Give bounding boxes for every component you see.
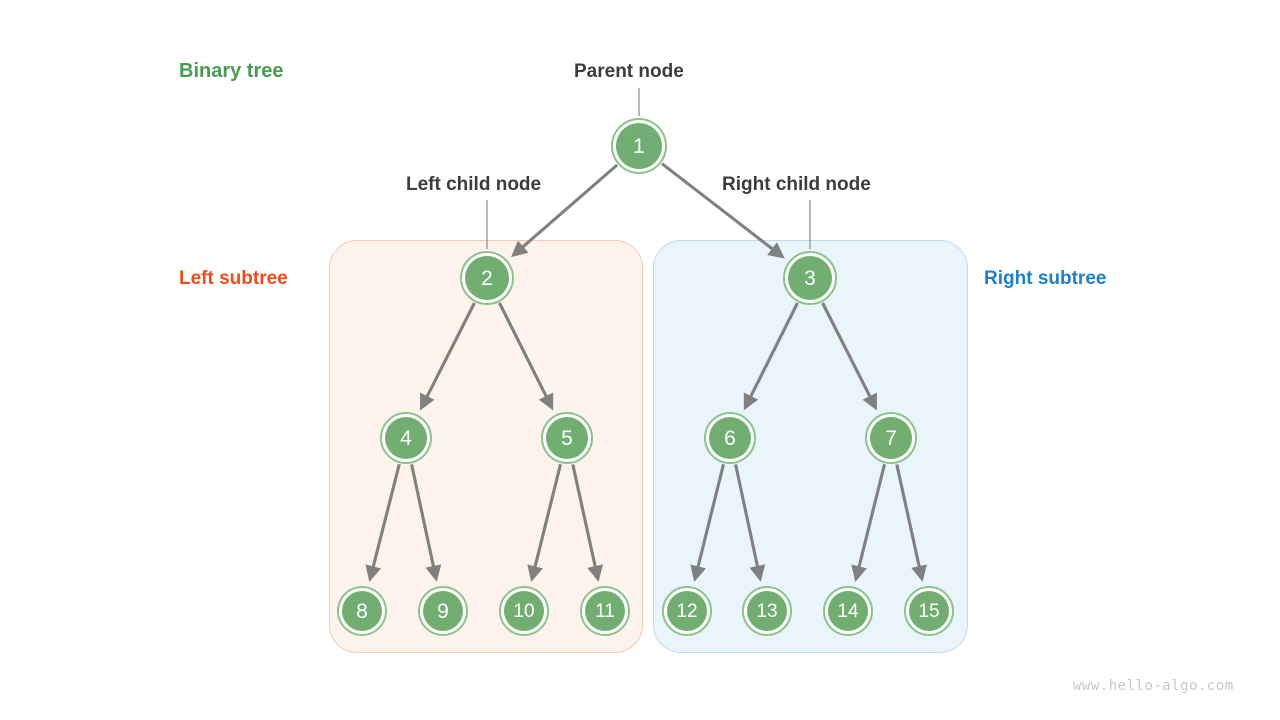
tree-edge-5-11 <box>571 464 603 582</box>
tree-node-circle: 14 <box>828 591 868 631</box>
tree-node-circle: 9 <box>423 591 463 631</box>
tree-edge-1-2 <box>511 163 619 258</box>
watermark: www.hello-algo.com <box>1073 678 1234 694</box>
tree-node-value: 15 <box>918 600 940 622</box>
tree-node-value: 5 <box>561 426 573 450</box>
tree-node-value: 7 <box>885 426 897 450</box>
tree-node-value: 11 <box>595 600 615 622</box>
tree-edge-6-13 <box>734 464 766 582</box>
annotation-right-child-node: Right child node <box>722 174 871 195</box>
tree-edge-1-3 <box>661 162 785 259</box>
tree-node-14: 14 <box>823 586 873 636</box>
tree-node-value: 1 <box>633 134 645 158</box>
tree-node-value: 6 <box>724 426 736 450</box>
tree-node-10: 10 <box>499 586 549 636</box>
tree-edge-5-10 <box>527 463 563 583</box>
diagram-title: Binary tree <box>179 60 284 82</box>
tree-edge-6-12 <box>690 463 726 583</box>
tree-node-value: 13 <box>756 600 778 622</box>
tree-node-value: 8 <box>356 599 368 623</box>
tree-node-11: 11 <box>580 586 630 636</box>
tree-node-circle: 3 <box>788 256 832 300</box>
tree-node-value: 3 <box>804 266 816 290</box>
annotation-left-child-node: Left child node <box>406 174 542 195</box>
right-subtree-label: Right subtree <box>984 268 1107 289</box>
tree-node-2: 2 <box>460 251 514 305</box>
tree-node-circle: 10 <box>504 591 544 631</box>
tree-node-circle: 4 <box>385 417 427 459</box>
tree-edge-7-14 <box>851 463 887 583</box>
tree-edge-3-7 <box>821 302 878 411</box>
tree-node-circle: 7 <box>870 417 912 459</box>
tree-node-13: 13 <box>742 586 792 636</box>
left-subtree-label: Left subtree <box>179 268 288 289</box>
tree-node-value: 10 <box>513 600 535 622</box>
tree-node-15: 15 <box>904 586 954 636</box>
tree-edge-7-15 <box>895 464 927 582</box>
tree-node-6: 6 <box>704 412 756 464</box>
tree-node-circle: 5 <box>546 417 588 459</box>
tree-node-5: 5 <box>541 412 593 464</box>
tree-node-9: 9 <box>418 586 468 636</box>
annotation-parent-node: Parent node <box>574 61 684 82</box>
tree-node-circle: 15 <box>909 591 949 631</box>
tree-node-value: 12 <box>676 600 698 622</box>
tree-node-1: 1 <box>611 118 667 174</box>
tree-node-4: 4 <box>380 412 432 464</box>
tree-node-value: 2 <box>481 266 493 290</box>
tree-edge-2-5 <box>498 302 554 411</box>
tree-edge-4-8 <box>365 463 401 583</box>
tree-node-value: 14 <box>837 600 859 622</box>
tree-node-8: 8 <box>337 586 387 636</box>
tree-node-circle: 8 <box>342 591 382 631</box>
tree-edge-4-9 <box>410 464 442 582</box>
tree-edge-2-4 <box>419 302 476 411</box>
tree-node-circle: 12 <box>667 591 707 631</box>
tree-node-circle: 13 <box>747 591 787 631</box>
tree-node-circle: 2 <box>465 256 509 300</box>
tree-node-value: 4 <box>400 426 412 450</box>
tree-node-circle: 11 <box>585 591 625 631</box>
tree-node-7: 7 <box>865 412 917 464</box>
tree-node-circle: 1 <box>616 123 662 169</box>
tree-node-value: 9 <box>437 599 449 623</box>
tree-node-12: 12 <box>662 586 712 636</box>
tree-node-circle: 6 <box>709 417 751 459</box>
tree-edge-3-6 <box>743 302 799 411</box>
tree-node-3: 3 <box>783 251 837 305</box>
